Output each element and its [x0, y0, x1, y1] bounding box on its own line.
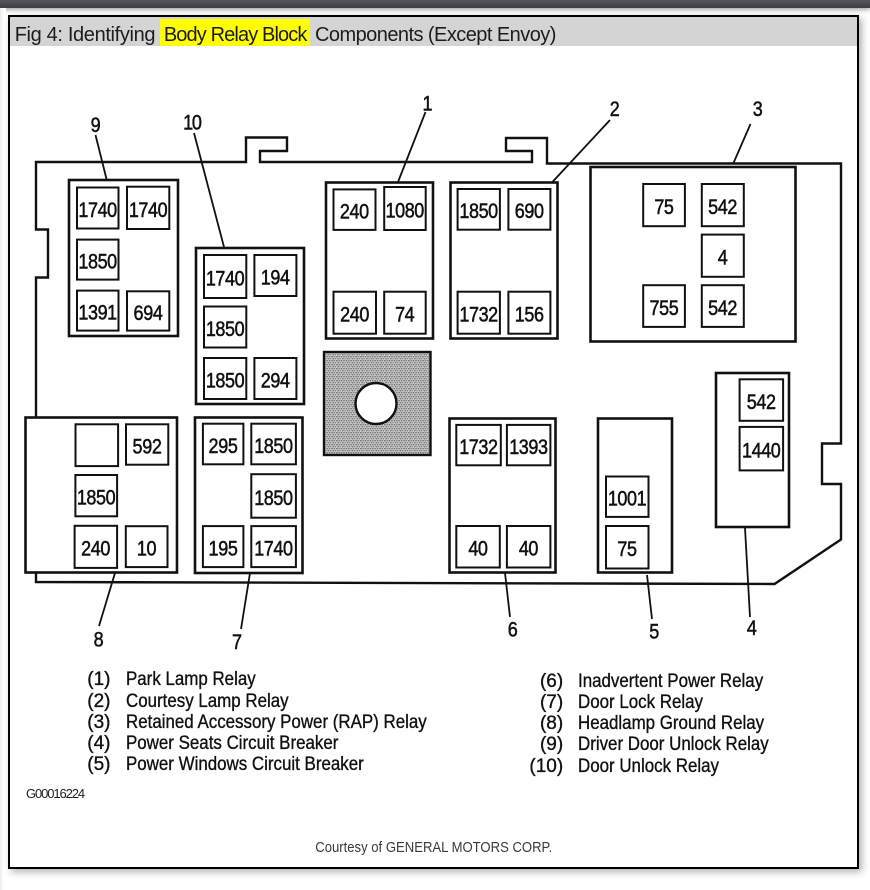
svg-text:1440: 1440	[742, 439, 781, 463]
svg-text:1850: 1850	[78, 250, 117, 274]
svg-text:240: 240	[340, 303, 369, 327]
svg-text:40: 40	[519, 537, 539, 561]
svg-text:9: 9	[91, 114, 101, 138]
svg-text:690: 690	[515, 200, 544, 224]
svg-text:1: 1	[422, 92, 432, 116]
svg-text:694: 694	[134, 301, 163, 325]
svg-text:1732: 1732	[459, 436, 498, 460]
svg-text:1080: 1080	[386, 199, 425, 223]
svg-text:1740: 1740	[129, 198, 168, 222]
svg-text:5: 5	[649, 620, 659, 644]
svg-text:3: 3	[753, 98, 763, 122]
svg-text:1850: 1850	[77, 486, 116, 510]
svg-text:194: 194	[261, 266, 290, 290]
svg-text:10: 10	[137, 537, 157, 561]
svg-text:75: 75	[654, 196, 674, 220]
svg-text:1740: 1740	[254, 537, 293, 561]
svg-text:1740: 1740	[78, 199, 117, 223]
svg-text:1393: 1393	[509, 436, 548, 460]
svg-text:592: 592	[133, 435, 162, 459]
svg-text:542: 542	[708, 297, 737, 321]
svg-text:1740: 1740	[206, 267, 245, 291]
svg-text:1732: 1732	[459, 303, 498, 327]
svg-text:542: 542	[708, 196, 737, 220]
svg-text:2: 2	[610, 98, 620, 122]
svg-text:542: 542	[747, 391, 776, 415]
svg-text:195: 195	[209, 537, 238, 561]
svg-text:7: 7	[232, 631, 242, 655]
svg-text:4: 4	[718, 246, 728, 270]
svg-text:295: 295	[209, 435, 238, 459]
svg-text:1850: 1850	[459, 200, 498, 224]
svg-text:1850: 1850	[206, 369, 245, 393]
svg-text:156: 156	[515, 303, 544, 327]
svg-text:4: 4	[747, 617, 757, 641]
svg-text:240: 240	[340, 200, 369, 224]
svg-text:755: 755	[649, 297, 678, 321]
svg-text:1850: 1850	[254, 486, 293, 510]
svg-text:1391: 1391	[78, 301, 117, 325]
svg-text:10: 10	[183, 111, 202, 135]
svg-text:74: 74	[395, 303, 415, 327]
svg-text:8: 8	[94, 628, 104, 652]
svg-text:6: 6	[508, 618, 518, 642]
svg-text:1850: 1850	[254, 435, 293, 459]
svg-text:1001: 1001	[608, 487, 647, 511]
svg-text:294: 294	[261, 369, 290, 393]
svg-text:1850: 1850	[206, 318, 245, 342]
svg-text:40: 40	[468, 537, 488, 561]
svg-text:240: 240	[81, 537, 110, 561]
svg-text:75: 75	[617, 538, 637, 562]
